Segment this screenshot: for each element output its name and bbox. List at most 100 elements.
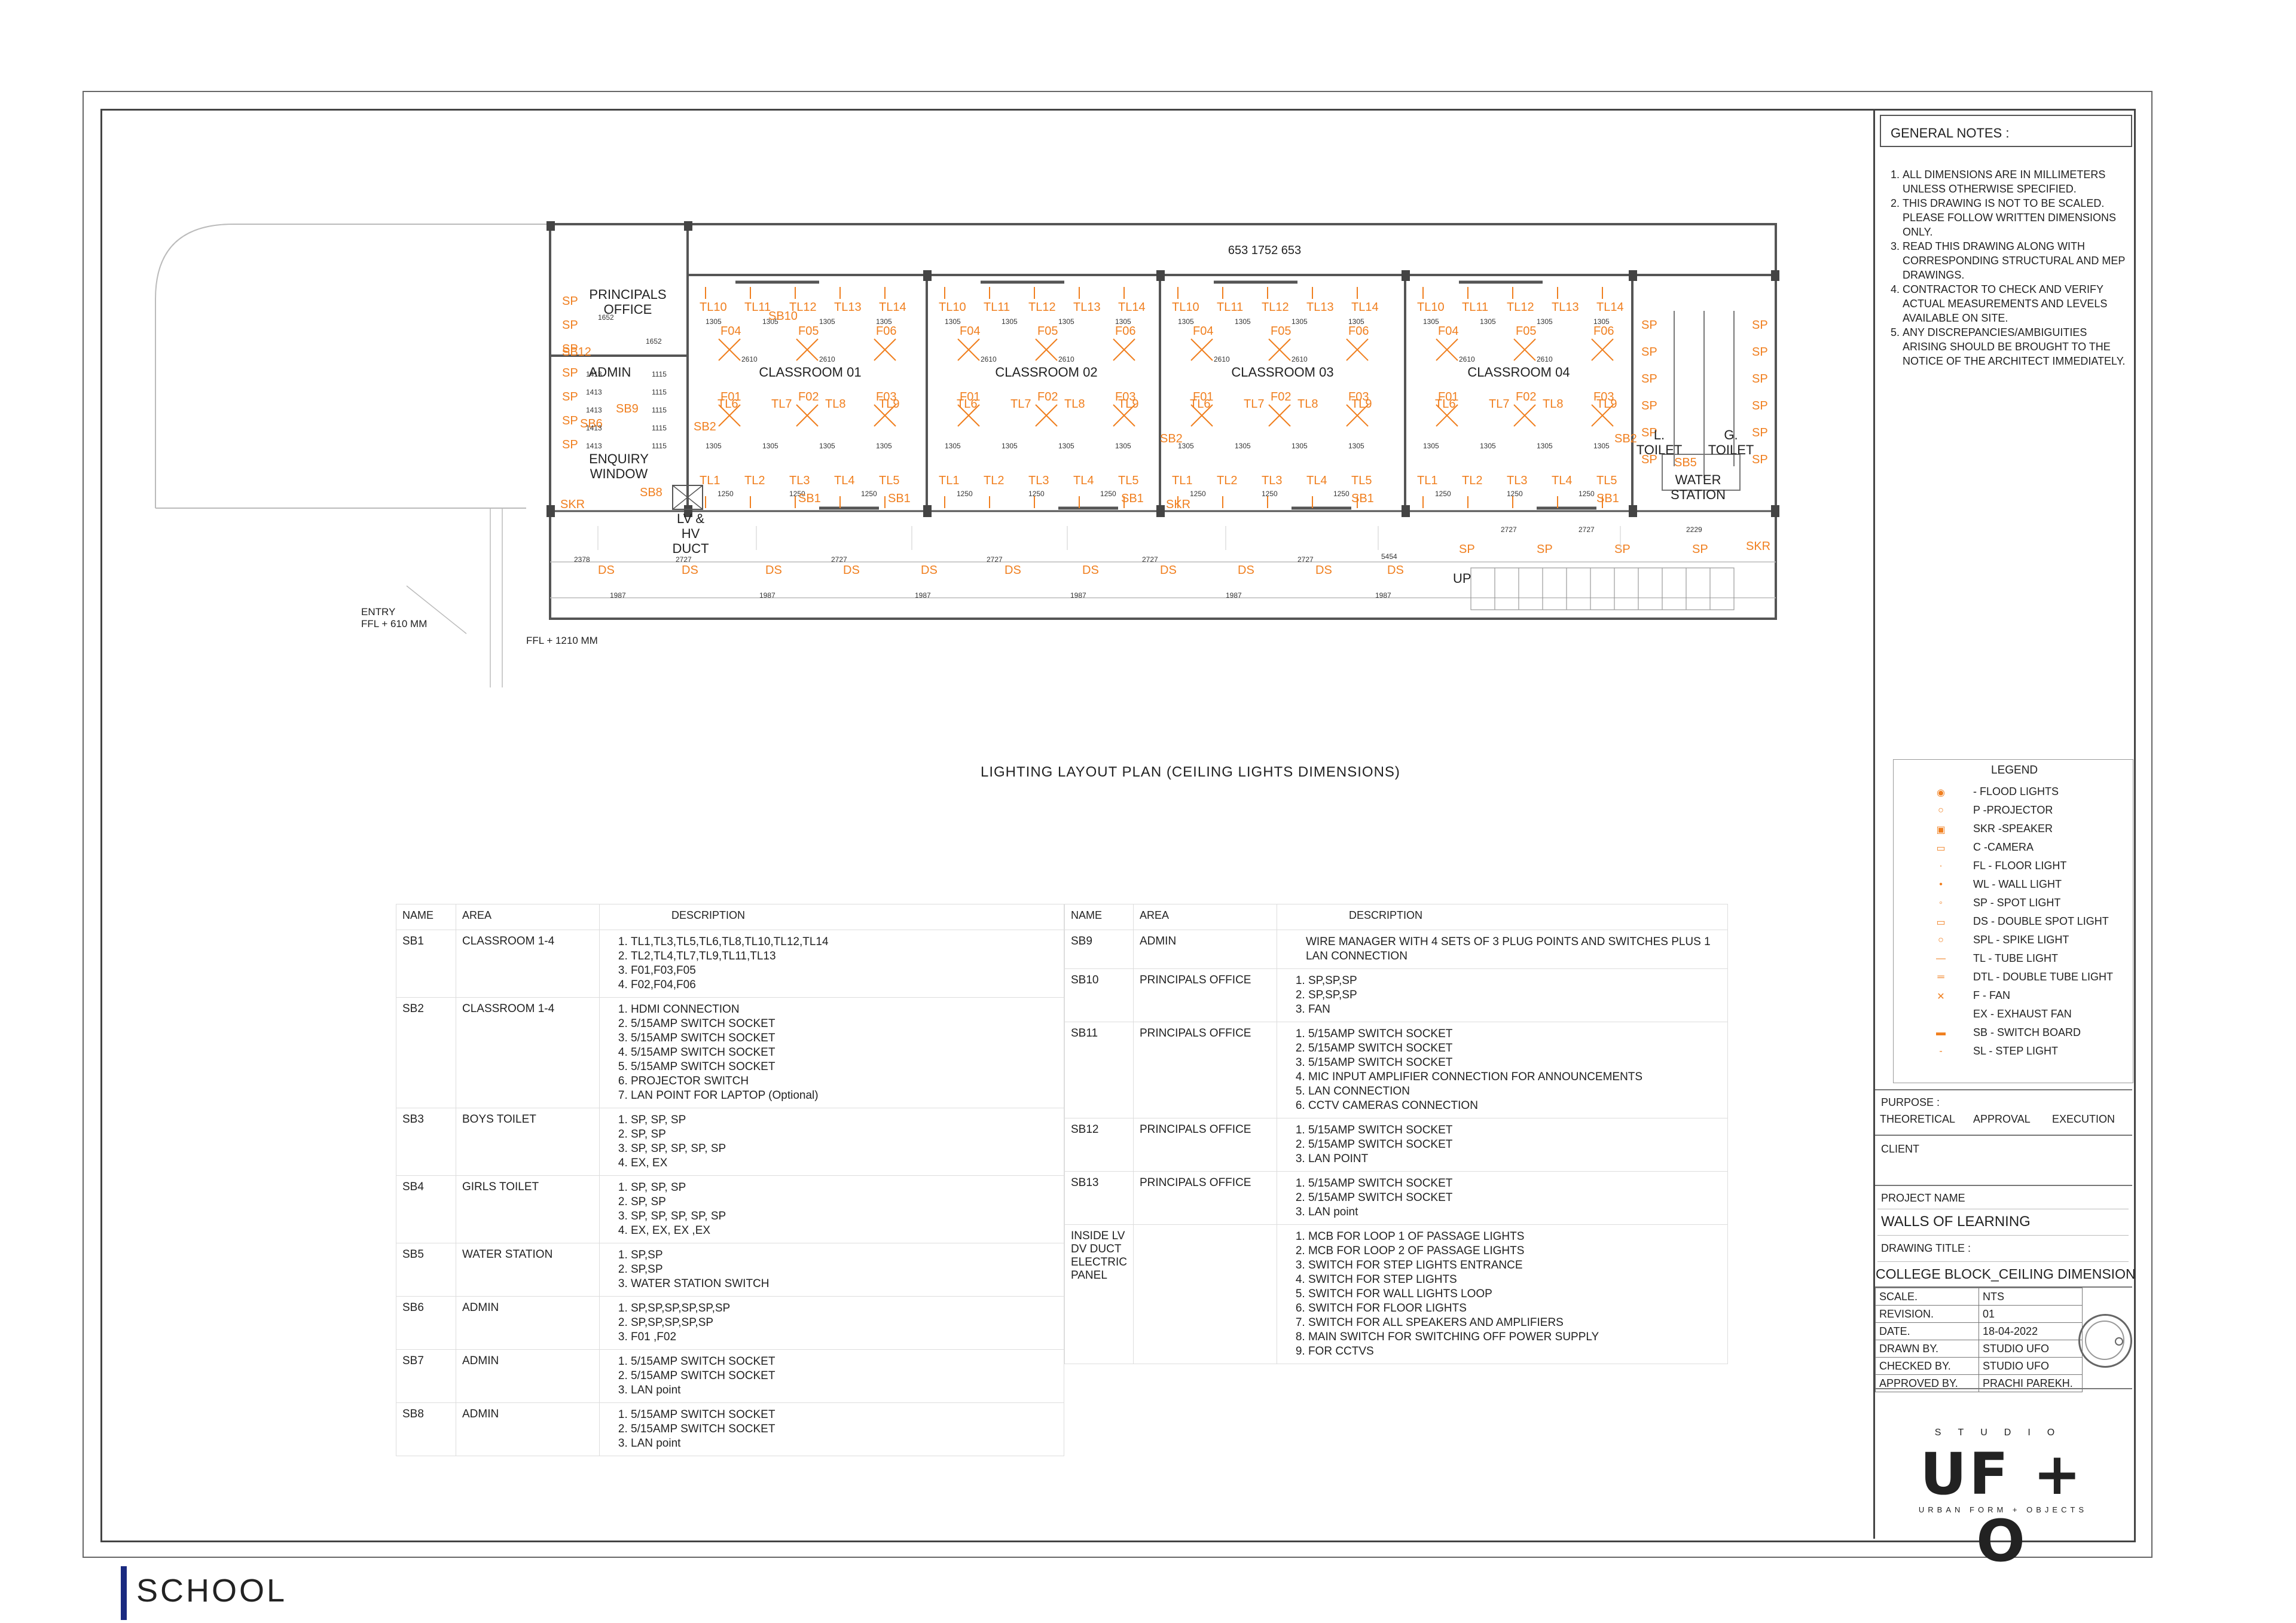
fan-label: F02 bbox=[798, 390, 819, 404]
tube-light-label: TL13 bbox=[1306, 301, 1334, 314]
ffl-label: FFL + 1210 MM bbox=[526, 635, 598, 646]
dimension-text: 1250 bbox=[1100, 490, 1116, 498]
legend-label: SL - STEP LIGHT bbox=[1973, 1045, 2059, 1057]
flood-light-icon: ◉ bbox=[1937, 788, 1945, 798]
dimension-text: 1652 bbox=[646, 337, 662, 346]
dimension-text: 1250 bbox=[718, 490, 734, 498]
dimension-text: 1305 bbox=[706, 442, 722, 450]
dimension-text: 1305 bbox=[945, 442, 961, 450]
dimension-text: 1987 bbox=[759, 591, 775, 600]
room-label-principals-1: PRINCIPALS bbox=[589, 287, 666, 302]
fan-label: F01 bbox=[720, 390, 741, 404]
tube-light-label: TL4 bbox=[1306, 474, 1327, 487]
schedule-name-cell: SB7 bbox=[396, 1349, 456, 1403]
dimension-text: 1652 bbox=[598, 313, 614, 322]
fan-icon: ✕ bbox=[1937, 992, 1945, 1002]
staircase bbox=[1470, 567, 1735, 610]
room-label-water-2: STATION bbox=[1671, 487, 1726, 502]
schedule-name-cell: SB13 bbox=[1064, 1171, 1134, 1225]
purpose-approval[interactable]: APPROVAL bbox=[1973, 1113, 2031, 1125]
room-label-water-1: WATER bbox=[1675, 472, 1721, 487]
spot-light-label: SP bbox=[562, 366, 578, 380]
tube-light-label: TL5 bbox=[1118, 474, 1138, 487]
double-spot-light-label: DS bbox=[1238, 564, 1254, 577]
schedule-area-cell: CLASSROOM 1-4 bbox=[456, 930, 600, 998]
schedule-item: MCB FOR LOOP 1 OF PASSAGE LIGHTS bbox=[1308, 1230, 1721, 1244]
purpose-theoretical[interactable]: THEORETICAL bbox=[1880, 1113, 1956, 1125]
dimension-text: 5454 bbox=[1381, 552, 1397, 561]
dimension-text: 1250 bbox=[861, 490, 877, 498]
schedule-item: 5/15AMP SWITCH SOCKET bbox=[631, 1408, 1058, 1422]
dimension-text: 1115 bbox=[652, 406, 667, 414]
schedule-item: SP,SP,SP bbox=[1308, 974, 1721, 988]
room-label-l-toilet-1: L. bbox=[1654, 427, 1665, 442]
dimension-text: 1305 bbox=[876, 442, 892, 450]
legend-row: ▬SB - SWITCH BOARD bbox=[1895, 1025, 2123, 1041]
schedule-item: CCTV CAMERAS CONNECTION bbox=[1308, 1099, 1721, 1113]
dimension-text: 1305 bbox=[1058, 442, 1074, 450]
tube-light-label: TL3 bbox=[789, 474, 810, 487]
client-label: CLIENT bbox=[1881, 1143, 1920, 1155]
spot-light-label: SP bbox=[1614, 543, 1631, 556]
fan-label: F05 bbox=[1516, 325, 1536, 338]
schedule-item: F01 ,F02 bbox=[631, 1330, 1058, 1344]
tb-line bbox=[1875, 1185, 2132, 1186]
spot-light-label: SP bbox=[1752, 346, 1768, 359]
purpose-execution[interactable]: EXECUTION bbox=[2052, 1113, 2115, 1125]
spot-light-label: SP bbox=[1752, 453, 1768, 466]
schedule-area-cell bbox=[1132, 1224, 1277, 1364]
legend-title: LEGEND bbox=[1991, 764, 2038, 777]
general-note-item: ANY DISCREPANCIES/AMBIGUITIES ARISING SH… bbox=[1903, 325, 2129, 368]
general-note-item: CONTRACTOR TO CHECK AND VERIFY ACTUAL ME… bbox=[1903, 282, 2129, 325]
tube-light-label: TL3 bbox=[1028, 474, 1049, 487]
schedule-name-cell: SB11 bbox=[1064, 1022, 1134, 1118]
spot-light-label: SP bbox=[562, 414, 578, 427]
schedule-item: SP, SP bbox=[631, 1195, 1058, 1209]
tube-light-label: TL5 bbox=[1596, 474, 1617, 487]
switchboard-label: SB1 bbox=[1121, 492, 1144, 505]
schedule-item: HDMI CONNECTION bbox=[631, 1002, 1058, 1017]
legend-label: DTL - DOUBLE TUBE LIGHT bbox=[1973, 971, 2114, 983]
general-note-item: READ THIS DRAWING ALONG WITH CORRESPONDI… bbox=[1903, 239, 2129, 282]
dimension-text: 1305 bbox=[1115, 317, 1131, 326]
tube-light-label: TL8 bbox=[1543, 398, 1563, 411]
fan-icon bbox=[1346, 404, 1369, 427]
spot-light-icon: ◦ bbox=[1939, 898, 1943, 908]
header-description: DESCRIPTION bbox=[599, 904, 1064, 930]
tube-light-label: TL1 bbox=[939, 474, 959, 487]
fan-icon bbox=[957, 404, 980, 427]
fan-label: F06 bbox=[876, 325, 896, 338]
tube-light-label: TL14 bbox=[879, 301, 906, 314]
info-label: SCALE. bbox=[1875, 1288, 1979, 1306]
schedule-item: 5/15AMP SWITCH SOCKET bbox=[1308, 1056, 1721, 1070]
dimension-text: 1413 bbox=[586, 442, 602, 450]
project-label: PROJECT NAME bbox=[1881, 1192, 1965, 1204]
fan-label: F03 bbox=[1348, 390, 1369, 404]
schedule-item: LAN CONNECTION bbox=[1308, 1084, 1721, 1099]
double-tube-light-icon: ═ bbox=[1937, 972, 1944, 982]
plan-title: LIGHTING LAYOUT PLAN (CEILING LIGHTS DIM… bbox=[981, 764, 1400, 780]
schedule-name-cell: SB8 bbox=[396, 1402, 456, 1456]
fan-icon bbox=[1591, 404, 1614, 427]
tb-line bbox=[1875, 1135, 2132, 1136]
schedule-item: 5/15AMP SWITCH SOCKET bbox=[631, 1017, 1058, 1031]
fan-label: F04 bbox=[1438, 325, 1458, 338]
dimension-text: 2727 bbox=[676, 555, 692, 564]
room-label-g-toilet-2: TOILET bbox=[1708, 442, 1754, 457]
fan-icon bbox=[1113, 404, 1135, 427]
spot-light-label: SP bbox=[562, 390, 578, 404]
spot-light-label: SP bbox=[1641, 399, 1657, 412]
notes-title-box bbox=[1880, 115, 2132, 147]
tube-light-label: TL14 bbox=[1351, 301, 1379, 314]
fan-icon bbox=[1591, 338, 1614, 361]
fan-label: F01 bbox=[960, 390, 980, 404]
schedule-name-cell: SB9 bbox=[1064, 930, 1134, 969]
